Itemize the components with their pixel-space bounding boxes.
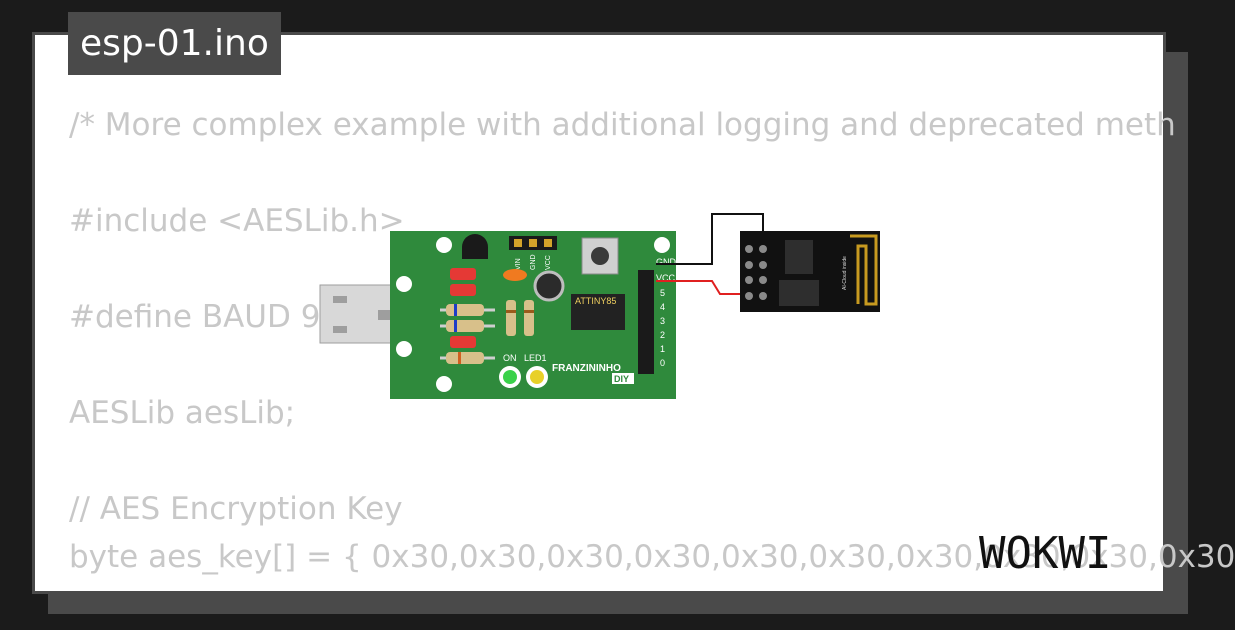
brand-label: FRANZININHO [552, 363, 621, 374]
regulator [462, 234, 488, 259]
code-line: // AES Encryption Key [69, 491, 403, 527]
code-line: #include <AESLib.h> [69, 203, 405, 239]
antenna-label: AI-Cloud inside [842, 256, 848, 290]
code-preview: /* More complex example with additional … [69, 107, 1235, 587]
pin-label-vin: VIN [515, 258, 522, 270]
led-label-on: ON [503, 353, 517, 363]
pin-label-gnd: GND [530, 254, 537, 270]
mount-hole [654, 237, 670, 253]
header-label: 5 [660, 288, 665, 298]
header-label: VCC [656, 273, 676, 283]
code-line: /* More complex example with additional … [69, 107, 1176, 143]
capacitor [503, 269, 527, 281]
mount-hole [396, 341, 412, 357]
chip-label: ATTINY85 [575, 296, 616, 306]
logo-text: WOKWI [979, 528, 1111, 579]
franzininho-board: VIN GND VCC [390, 231, 677, 399]
header-label: 1 [660, 344, 665, 354]
header-label: 0 [660, 358, 665, 368]
electrolytic-capacitor [533, 270, 565, 302]
wokwi-logo: WOKWI [979, 528, 1111, 579]
mount-hole [396, 276, 412, 292]
attiny85-chip: ATTINY85 [571, 294, 625, 330]
header-label: GND [656, 257, 677, 267]
code-line: byte aes_key[] = { 0x30,0x30,0x30,0x30,0… [69, 539, 1235, 575]
gnd-wire [656, 213, 764, 265]
mount-hole [436, 237, 452, 253]
vcc-wire [656, 280, 748, 295]
user-led [530, 370, 544, 384]
header-label: 2 [660, 330, 665, 340]
esp-01-module: AI-Cloud inside [740, 231, 880, 312]
brand-sub-label: DIY [614, 374, 629, 384]
power-led [503, 370, 517, 384]
page-title: esp-01.ino [68, 12, 281, 75]
circuit-diagram: VIN GND VCC [319, 213, 880, 399]
resistor [450, 268, 476, 348]
io-header [638, 270, 654, 374]
led-label-led1: LED1 [524, 353, 547, 363]
pin-label-vcc: VCC [545, 255, 552, 270]
code-line: AESLib aesLib; [69, 395, 296, 431]
resistor-vertical [506, 300, 534, 336]
mount-hole [436, 376, 452, 392]
resistor [440, 304, 495, 364]
header-label: 4 [660, 302, 665, 312]
header-label: 3 [660, 316, 665, 326]
reset-button [581, 237, 619, 275]
